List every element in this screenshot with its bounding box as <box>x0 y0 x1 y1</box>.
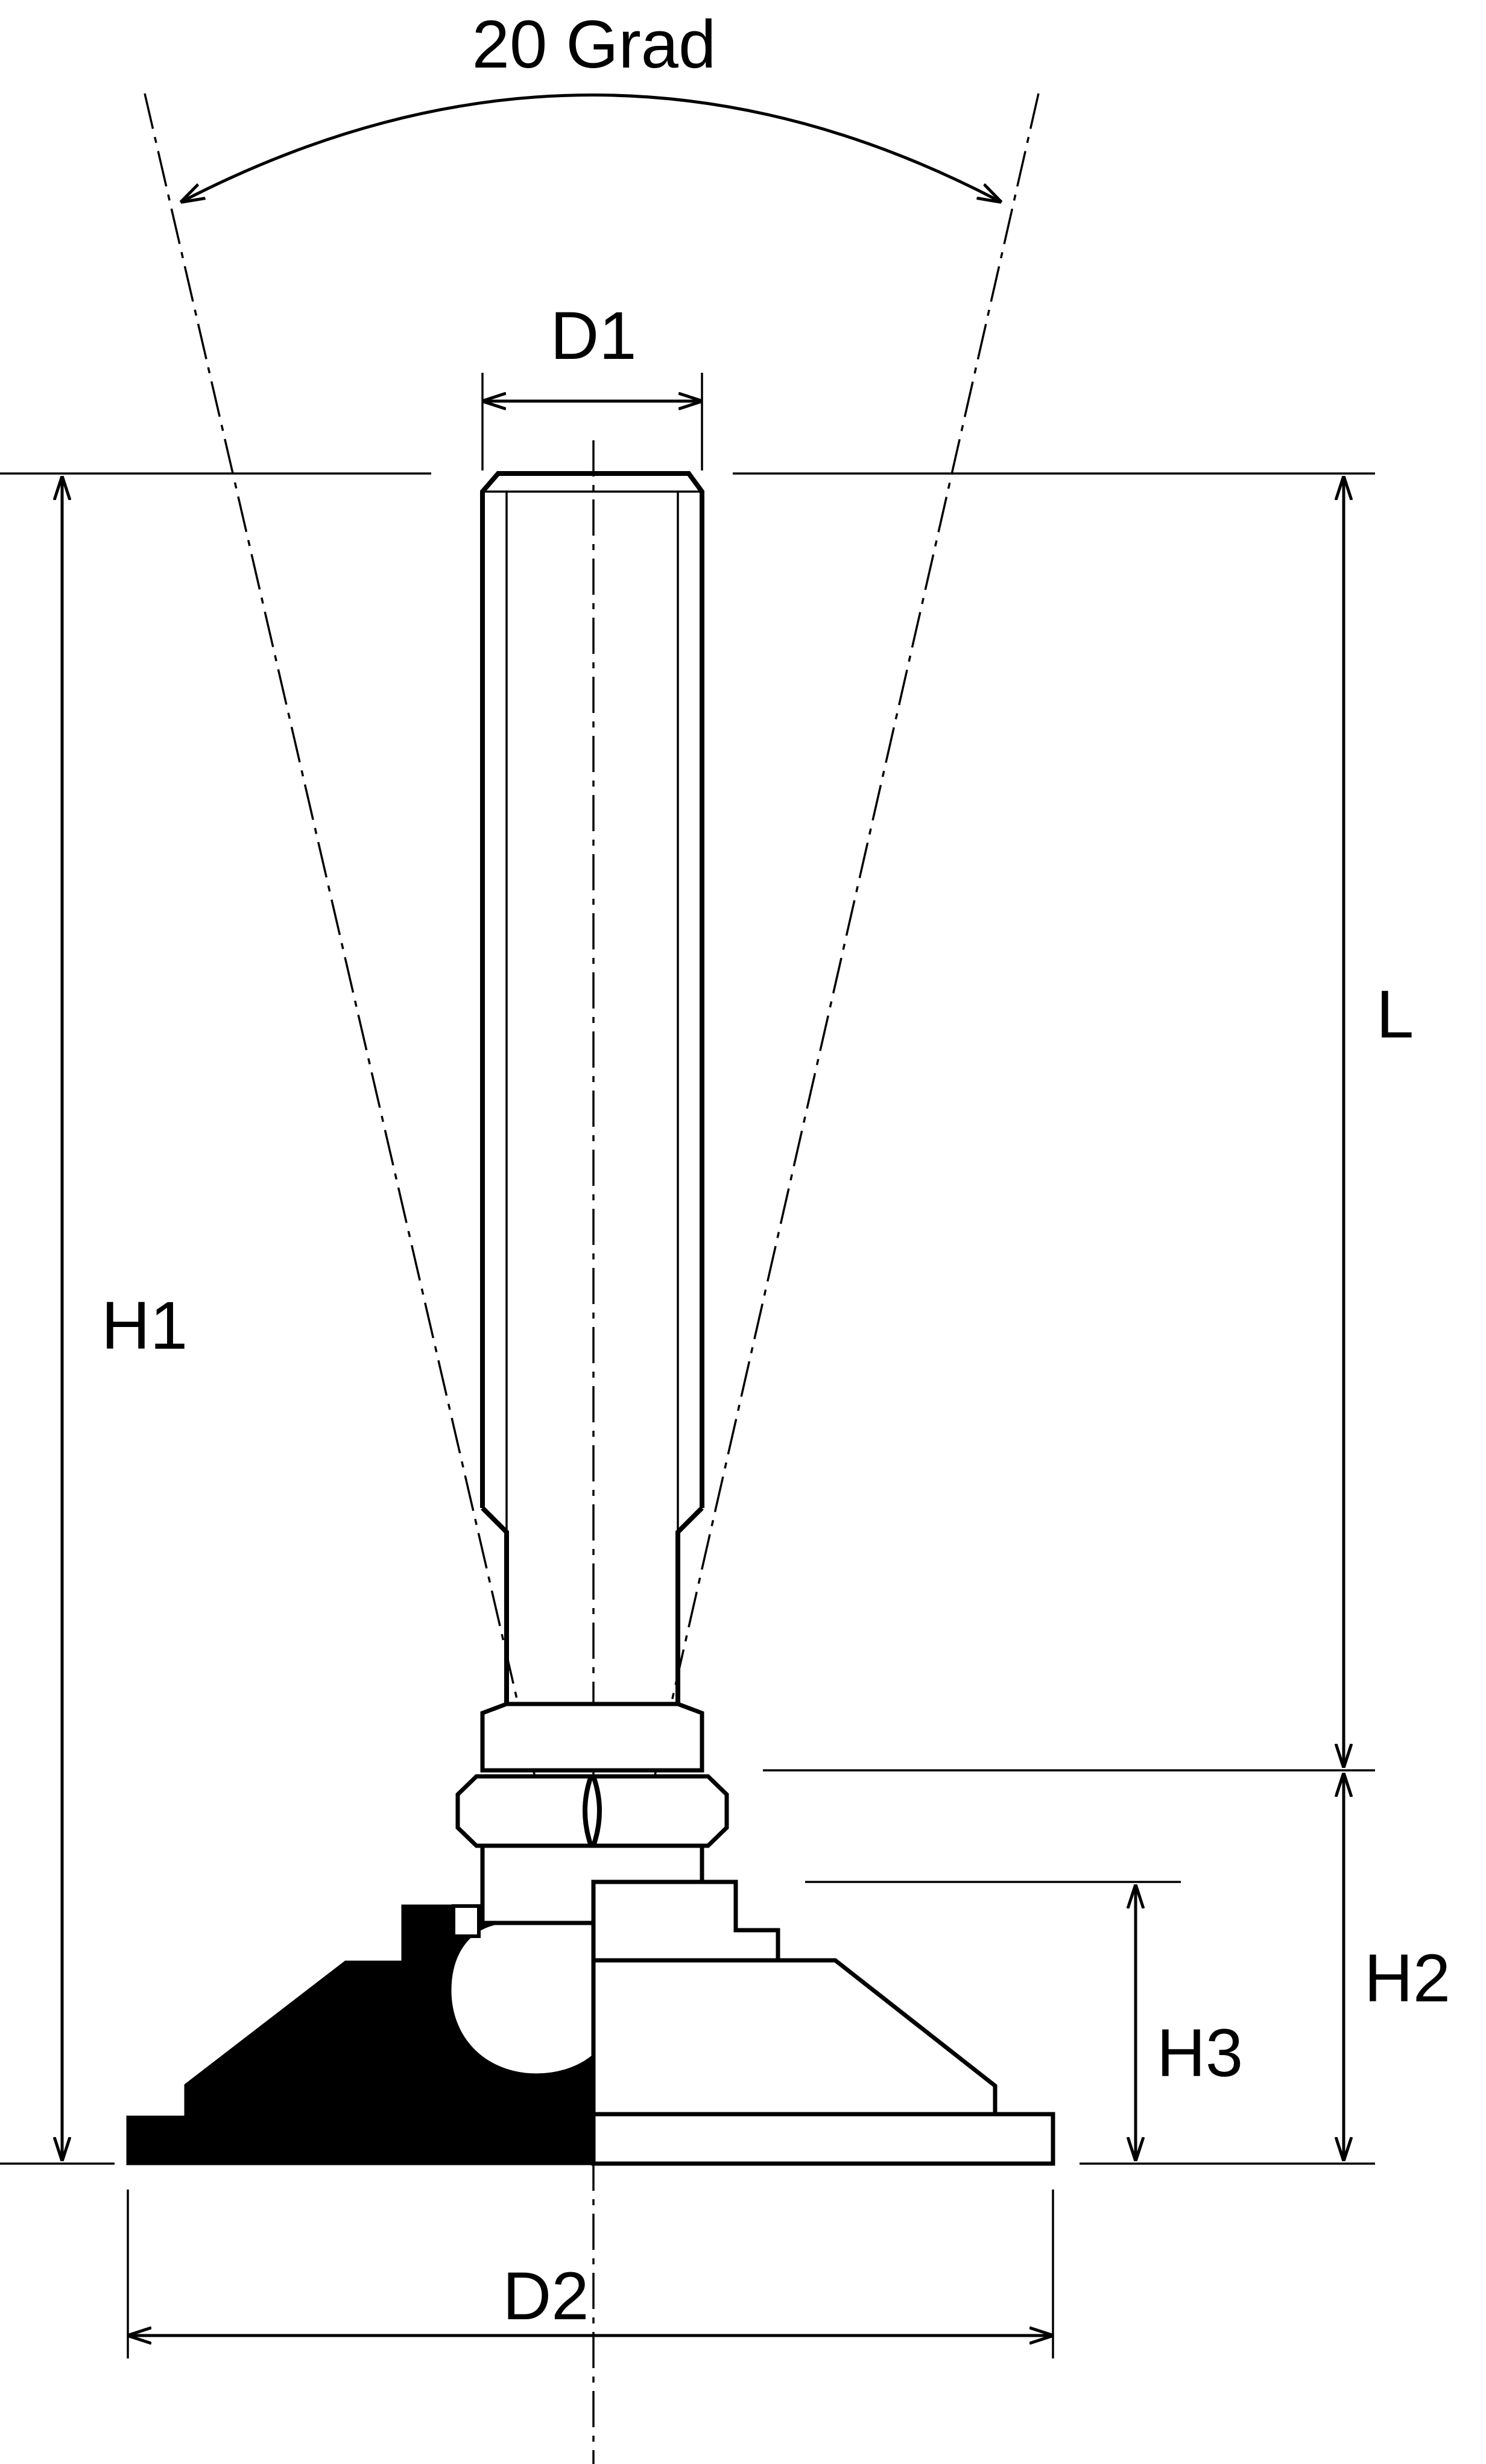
dimension-h2: H2 <box>1080 1773 1450 2165</box>
d1-label: D1 <box>550 298 636 373</box>
dimension-h3: H3 <box>805 1881 1243 2161</box>
angle-label: 20 Grad <box>472 7 716 82</box>
stud-hex-collar <box>480 1702 704 1773</box>
dimension-d2: D2 <box>127 2190 1054 2358</box>
angle-arc <box>181 93 1001 203</box>
dimension-h1: H1 <box>0 472 431 2165</box>
threaded-stud <box>480 471 704 1707</box>
h3-label: H3 <box>1157 2015 1243 2091</box>
l-label: L <box>1376 977 1414 1052</box>
d2-label: D2 <box>502 2258 589 2334</box>
dimension-d1: D1 <box>481 298 703 470</box>
lock-nut <box>455 1774 729 1848</box>
dimension-l: L <box>733 472 1414 1772</box>
base-right-half <box>591 1880 1055 2166</box>
h2-label: H2 <box>1364 1940 1450 2016</box>
ball-joint <box>447 1921 596 2078</box>
base-left-half-section <box>126 1904 596 2165</box>
h1-label: H1 <box>101 1288 188 1363</box>
